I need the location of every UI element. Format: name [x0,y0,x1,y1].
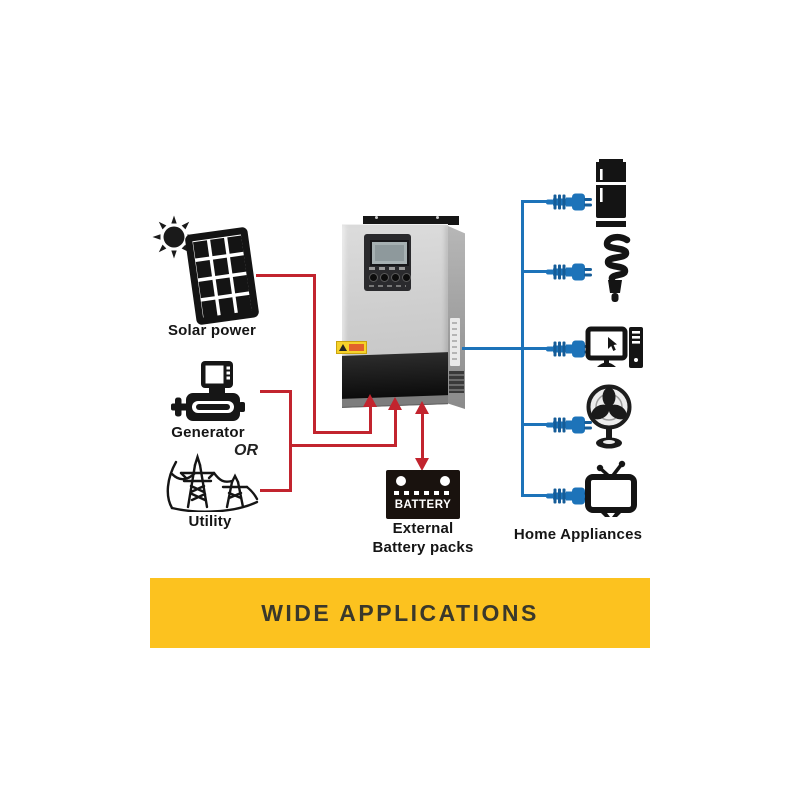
external-battery-label-line1: External [392,520,454,537]
branch-fan-wire [523,423,549,426]
wide-applications-banner: WIDE APPLICATIONS [150,578,650,648]
battery-arrowhead-up [415,401,429,414]
power-plug-icon [546,263,592,281]
warning-sticker [336,341,367,354]
ac-arrowhead [388,397,402,410]
refrigerator-icon [596,159,626,227]
inverter-button [402,273,411,282]
branch-tv-wire [523,494,549,497]
solar-wire-bottom [313,431,372,434]
battery-dashes [394,491,452,495]
inverter-vent [449,371,464,393]
inverter-mounting-bracket [363,216,459,225]
output-vertical-wire [521,200,524,497]
solar-wire-vertical [313,274,316,434]
branch-computer-wire [523,347,549,350]
fan-icon [586,384,632,449]
branch-fridge-wire [523,200,549,203]
battery-word: BATTERY [394,499,452,511]
or-label: OR [234,442,258,459]
inverter-button [369,273,378,282]
warning-triangle-icon [339,344,347,351]
inverter-screw [375,216,378,219]
inverter-lcd-display [370,240,409,266]
inverter-unit [336,213,465,411]
inverter-panel-labels [369,267,406,270]
solar-panel-icon [185,227,259,325]
solar-wire-horizontal [256,274,316,277]
banner-title: WIDE APPLICATIONS [261,599,539,626]
external-battery-label-line2: Battery packs [372,539,474,556]
home-appliances-label: Home Appliances [513,526,643,543]
utility-wire [260,489,291,492]
branch-bulb-wire [523,270,549,273]
solar-arrowhead [363,394,377,407]
battery-arrow-stem [421,412,424,460]
tv-icon [585,460,637,517]
utility-label: Utility [188,513,232,530]
inverter-bottom-band [342,352,448,400]
inverter-spec-sticker [450,318,460,366]
battery-terminal [396,476,406,486]
desktop-computer-icon [585,326,643,368]
solar-arrow-stem [369,405,372,434]
generator-wire [260,390,291,393]
ac-junction-vertical [289,390,292,492]
power-plug-icon [546,487,592,505]
generator-icon [171,361,245,421]
battery-terminal [440,476,450,486]
power-plug-icon [546,416,592,434]
generator-label: Generator [171,424,245,441]
solar-power-label: Solar power [167,322,257,339]
output-main-wire [462,347,523,350]
inverter-control-panel [364,234,411,291]
inverter-screw [436,216,439,219]
inverter-button [391,273,400,282]
cfl-bulb-icon [603,233,631,302]
power-plug-icon [546,193,592,211]
inverter-panel-sublabels [369,285,406,287]
ac-branch-horizontal [289,444,397,447]
ac-arrow-stem [394,408,397,447]
utility-towers-icon [166,452,259,512]
sun-icon [152,215,196,259]
battery-arrowhead-down [415,458,429,471]
battery-icon: BATTERY [386,470,460,519]
inverter-button [380,273,389,282]
